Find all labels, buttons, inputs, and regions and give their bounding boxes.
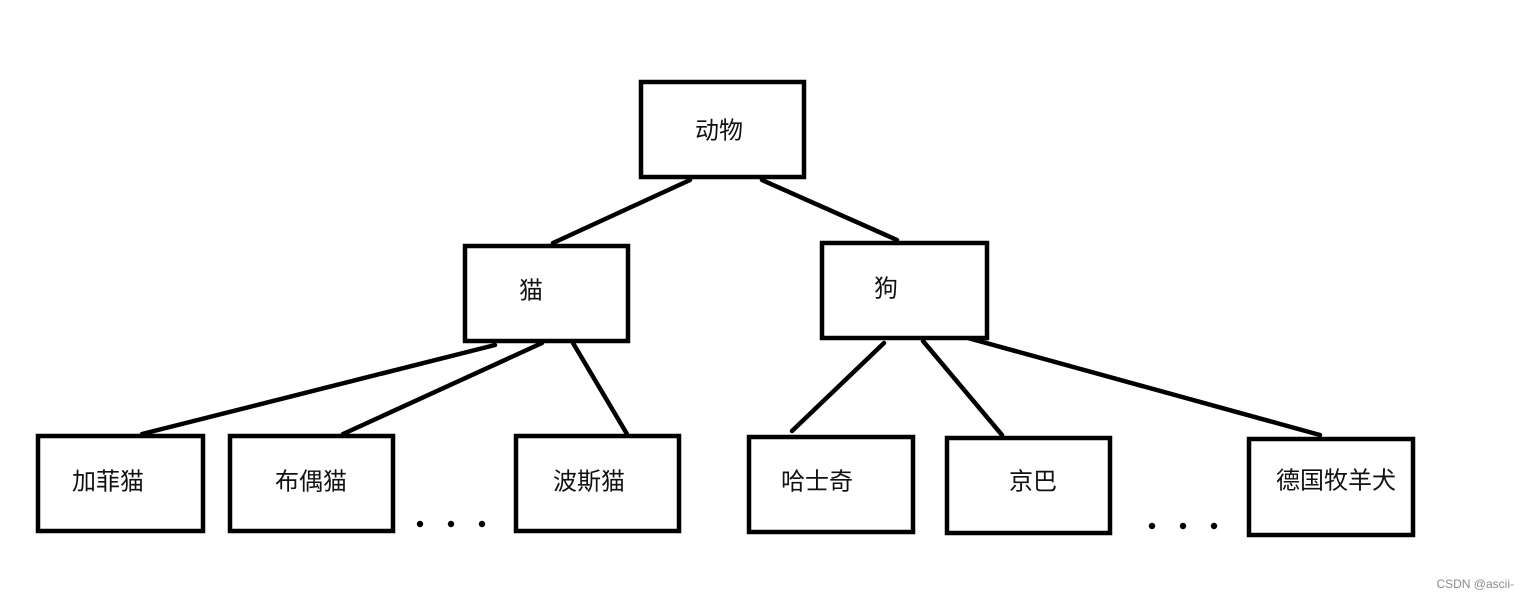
node-ragdoll-box: [227, 433, 396, 534]
node-persian: 波斯猫: [513, 433, 682, 534]
edge-root-cat: [550, 177, 693, 246]
edge-dog-husky: [789, 340, 887, 434]
watermark-text: CSDN @ascii-: [1436, 577, 1514, 591]
node-garfield-label: 加菲猫: [72, 468, 144, 496]
edge-dog-shepherd: [965, 335, 1323, 438]
node-pekingese: 京巴: [944, 435, 1113, 536]
ellipsis-dot: [478, 520, 486, 528]
edges: [139, 177, 1323, 438]
node-ragdoll: 布偶猫: [227, 433, 396, 534]
node-husky-box: [746, 434, 916, 535]
node-garfield: 加菲猫: [35, 433, 206, 534]
node-dog: 狗: [819, 240, 990, 341]
node-husky-label: 哈士奇: [781, 468, 853, 496]
node-root: 动物: [638, 79, 807, 180]
node-root-box: [638, 79, 807, 180]
node-cat-box: [462, 243, 631, 344]
edge-cat-persian: [570, 340, 630, 437]
node-shepherd-label: 德国牧羊犬: [1276, 467, 1396, 495]
ellipsis-dot: [1210, 522, 1218, 530]
node-ragdoll-label: 布偶猫: [275, 468, 347, 496]
ellipsis-dot: [1148, 522, 1156, 530]
node-cat-label: 猫: [519, 277, 543, 305]
node-persian-box: [513, 433, 682, 534]
node-cat: 猫: [462, 243, 631, 344]
ellipsis-dot: [447, 520, 455, 528]
edge-dog-pekingese: [920, 338, 1005, 438]
node-root-label: 动物: [695, 117, 743, 145]
node-shepherd: 德国牧羊犬: [1246, 436, 1416, 538]
node-dog-label: 狗: [874, 275, 898, 303]
node-shepherd-box: [1246, 436, 1416, 538]
node-pekingese-label: 京巴: [1009, 468, 1057, 496]
edge-root-dog: [759, 177, 900, 243]
ellipsis-dot: [1179, 522, 1187, 530]
ellipsis-cats: [416, 520, 486, 528]
node-persian-label: 波斯猫: [553, 468, 625, 496]
edge-cat-garfield: [139, 342, 498, 437]
node-dog-box: [819, 240, 990, 341]
edge-cat-ragdoll: [340, 340, 545, 437]
node-garfield-box: [35, 433, 206, 534]
ellipsis-dogs: [1148, 522, 1218, 530]
ellipsis-dot: [416, 520, 424, 528]
node-husky: 哈士奇: [746, 434, 916, 535]
node-pekingese-box: [944, 435, 1113, 536]
